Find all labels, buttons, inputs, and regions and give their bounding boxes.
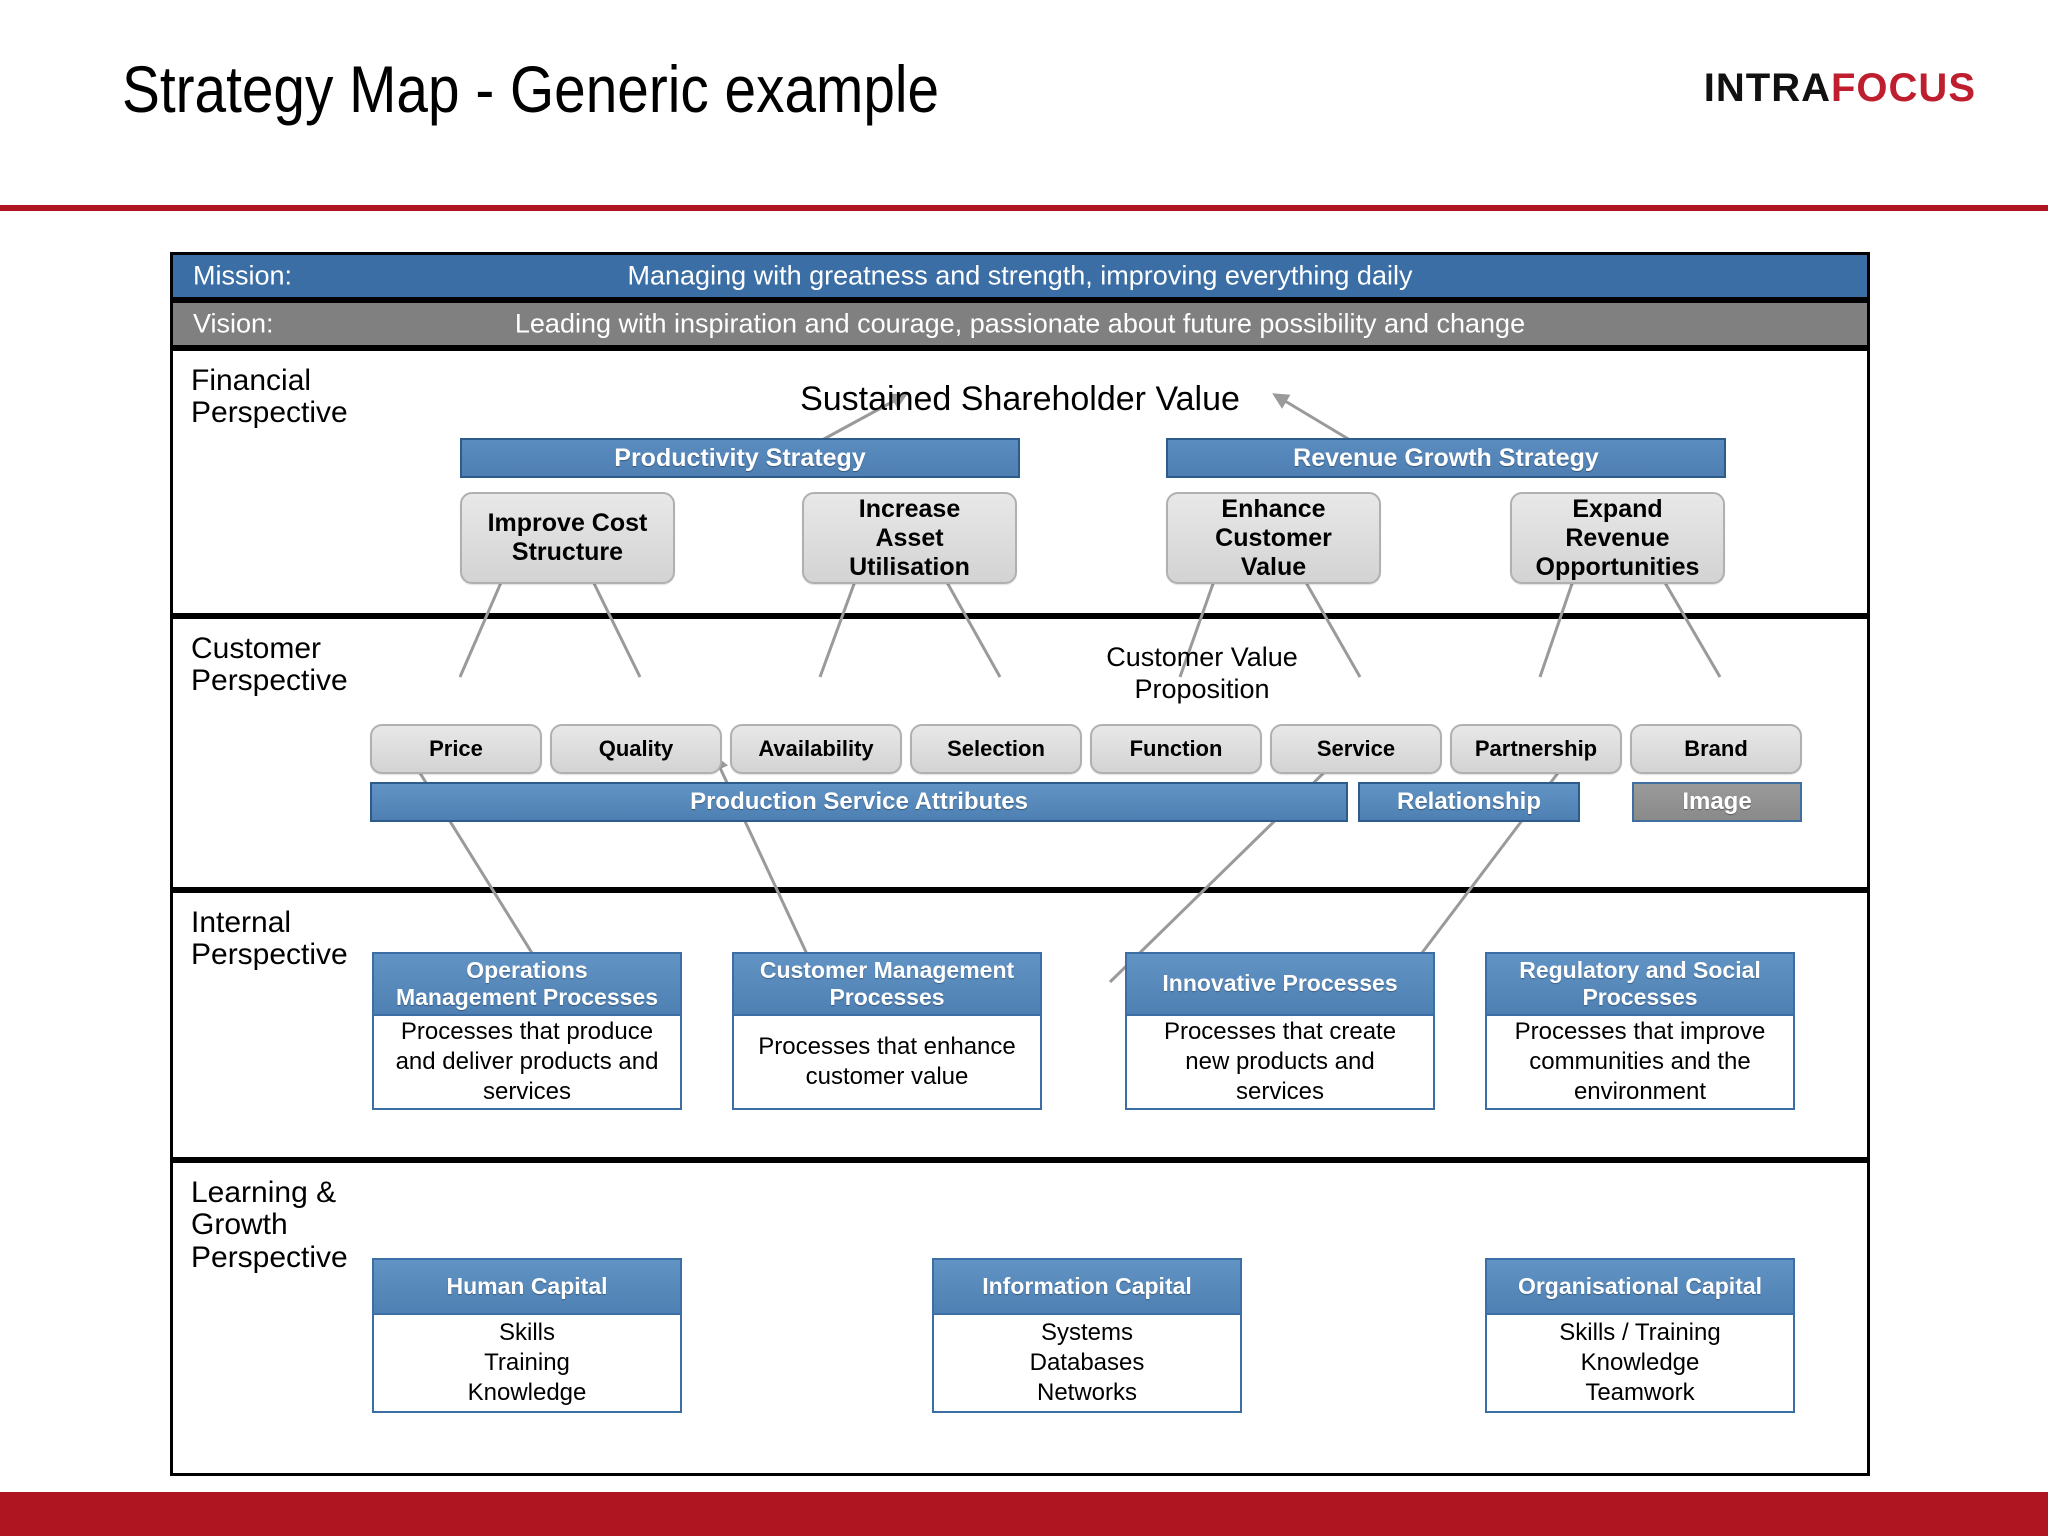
logo-primary-text: INTRA	[1703, 66, 1831, 110]
vision-bar: Vision: Leading with inspiration and cou…	[170, 300, 1870, 348]
financial-headline: Sustained Shareholder Value	[800, 380, 1240, 418]
attribute-availability[interactable]: Availability	[730, 724, 902, 774]
internal-card-title: Regulatory and Social Processes	[1487, 954, 1793, 1016]
band-internal-perspective: Internal Perspective	[170, 890, 1870, 1160]
band-label-learning: Learning & Growth Perspective	[191, 1176, 348, 1274]
internal-card-customer-management[interactable]: Customer Management Processes Processes …	[732, 952, 1042, 1110]
attribute-selection[interactable]: Selection	[910, 724, 1082, 774]
internal-card-body: Processes that improve communities and t…	[1514, 1017, 1766, 1106]
band-customer-perspective: Customer Perspective	[170, 616, 1870, 890]
internal-card-body: Processes that produce and deliver produ…	[395, 1017, 659, 1106]
internal-card-title: Innovative Processes	[1127, 954, 1433, 1016]
attribute-brand[interactable]: Brand	[1630, 724, 1802, 774]
learning-card-human-capital[interactable]: Human Capital Skills Training Knowledge	[372, 1258, 682, 1413]
page-title: Strategy Map - Generic example	[122, 52, 940, 126]
strategy-map: Mission: Managing with greatness and str…	[170, 252, 1870, 1476]
band-label-internal: Internal Perspective	[191, 906, 348, 972]
strategy-bar-revenue-growth[interactable]: Revenue Growth Strategy	[1166, 438, 1726, 478]
objective-expand-revenue-opportunities[interactable]: Expand Revenue Opportunities	[1510, 492, 1725, 584]
internal-card-regulatory-social[interactable]: Regulatory and Social Processes Processe…	[1485, 952, 1795, 1110]
attribute-function[interactable]: Function	[1090, 724, 1262, 774]
internal-card-innovative-processes[interactable]: Innovative Processes Processes that crea…	[1125, 952, 1435, 1110]
strategy-bar-productivity[interactable]: Productivity Strategy	[460, 438, 1020, 478]
band-label-financial: Financial Perspective	[191, 364, 348, 430]
page-header: Strategy Map - Generic example INTRAFOCU…	[0, 0, 2048, 208]
learning-card-organisational-capital[interactable]: Organisational Capital Skills / Training…	[1485, 1258, 1795, 1413]
header-divider-rule	[0, 205, 2048, 211]
attribute-price[interactable]: Price	[370, 724, 542, 774]
band-financial-perspective: Financial Perspective	[170, 348, 1870, 616]
attribute-quality[interactable]: Quality	[550, 724, 722, 774]
mission-text: Managing with greatness and strength, im…	[627, 260, 1413, 291]
internal-card-title: Customer Management Processes	[734, 954, 1040, 1016]
objective-enhance-customer-value[interactable]: Enhance Customer Value	[1166, 492, 1381, 584]
mission-bar: Mission: Managing with greatness and str…	[170, 252, 1870, 300]
band-learning-growth-perspective: Learning & Growth Perspective	[170, 1160, 1870, 1476]
internal-card-body: Processes that create new products and s…	[1163, 1017, 1397, 1106]
brand-logo: INTRAFOCUS	[1704, 66, 1976, 111]
group-bar-image[interactable]: Image	[1632, 782, 1802, 822]
learning-card-title: Organisational Capital	[1487, 1260, 1793, 1315]
objective-increase-asset-utilisation[interactable]: Increase Asset Utilisation	[802, 492, 1017, 584]
internal-card-body: Processes that enhance customer value	[758, 1032, 1016, 1090]
learning-card-title: Information Capital	[934, 1260, 1240, 1315]
attribute-partnership[interactable]: Partnership	[1450, 724, 1622, 774]
learning-card-body: Skills Training Knowledge	[467, 1318, 587, 1407]
band-label-customer: Customer Perspective	[191, 632, 348, 698]
customer-headline: Customer Value Proposition	[1106, 642, 1298, 704]
footer-bar	[0, 1492, 2048, 1536]
learning-card-information-capital[interactable]: Information Capital Systems Databases Ne…	[932, 1258, 1242, 1413]
internal-card-title: Operations Management Processes	[374, 954, 680, 1016]
vision-label: Vision:	[193, 308, 274, 339]
internal-card-operations-management[interactable]: Operations Management Processes Processe…	[372, 952, 682, 1110]
vision-text: Leading with inspiration and courage, pa…	[514, 308, 1526, 339]
group-bar-relationship[interactable]: Relationship	[1358, 782, 1580, 822]
learning-card-body: Systems Databases Networks	[1029, 1318, 1145, 1407]
attribute-service[interactable]: Service	[1270, 724, 1442, 774]
learning-card-body: Skills / Training Knowledge Teamwork	[1559, 1318, 1721, 1407]
learning-card-title: Human Capital	[374, 1260, 680, 1315]
mission-label: Mission:	[193, 260, 293, 291]
logo-accent-text: FOCUS	[1831, 66, 1976, 110]
objective-improve-cost-structure[interactable]: Improve Cost Structure	[460, 492, 675, 584]
group-bar-production-service-attributes[interactable]: Production Service Attributes	[370, 782, 1348, 822]
